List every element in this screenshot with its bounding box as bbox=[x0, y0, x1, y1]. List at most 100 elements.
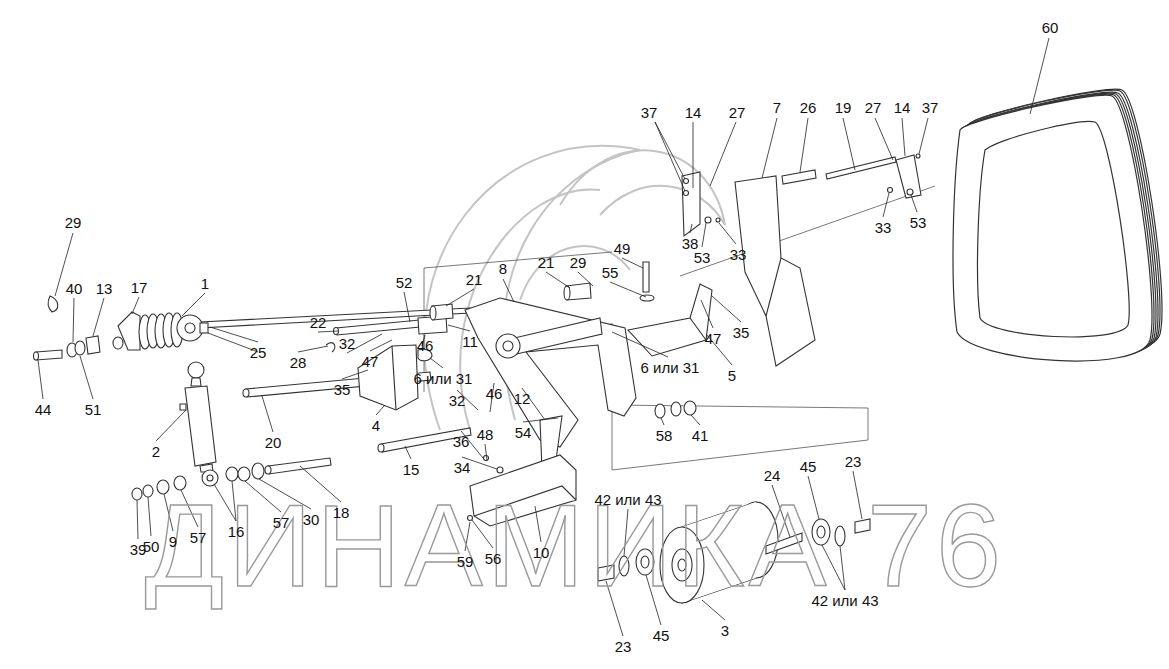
callout-number: 44 bbox=[35, 402, 52, 417]
tension-arm bbox=[465, 298, 636, 470]
spring-assembly bbox=[118, 312, 208, 350]
callout-number: 6 или 31 bbox=[641, 360, 700, 375]
callout-number: 5 bbox=[728, 368, 736, 383]
callout-number: 12 bbox=[514, 391, 531, 406]
callout-number: 4 bbox=[372, 418, 380, 433]
leader-lines-part bbox=[55, 193, 917, 296]
tension-arm-part bbox=[506, 318, 602, 356]
assembly-lines bbox=[424, 186, 935, 470]
callout-number: 27 bbox=[865, 100, 882, 115]
washer-stack-part bbox=[132, 488, 142, 500]
mount-bracket-part bbox=[326, 343, 335, 352]
callout-number: 2 bbox=[152, 444, 160, 459]
leader-lines-part bbox=[73, 296, 741, 342]
tension-arm-part bbox=[496, 334, 520, 358]
side-bracket bbox=[628, 262, 712, 418]
side-bracket-part bbox=[684, 401, 696, 415]
washer-stack-part bbox=[238, 467, 250, 481]
small-brackets-part bbox=[684, 179, 689, 184]
callout-number: 27 bbox=[729, 105, 746, 120]
callout-number: 37 bbox=[922, 100, 939, 115]
callout-number: 39 bbox=[130, 542, 147, 557]
callout-number: 48 bbox=[477, 427, 494, 442]
callout-number: 42 или 43 bbox=[811, 593, 878, 608]
callout-number: 7 bbox=[773, 100, 781, 115]
callout-number: 34 bbox=[454, 460, 471, 475]
callout-number: 42 или 43 bbox=[594, 492, 661, 507]
tension-arm-part bbox=[503, 341, 513, 351]
callout-number: 52 bbox=[396, 275, 413, 290]
callout-number: 46 bbox=[417, 338, 434, 353]
callout-number: 53 bbox=[910, 215, 927, 230]
callout-number: 17 bbox=[131, 280, 148, 295]
hydraulic-cylinder-part bbox=[207, 475, 213, 481]
side-bracket-part bbox=[671, 402, 681, 416]
leader-lines-part bbox=[208, 327, 425, 353]
hydraulic-cylinder-part bbox=[188, 362, 204, 378]
leader-lines-part bbox=[342, 332, 732, 420]
guard-panel-part bbox=[826, 157, 896, 179]
callout-number: 32 bbox=[339, 336, 356, 351]
spring-assembly-part bbox=[200, 323, 208, 333]
callout-number: 45 bbox=[800, 459, 817, 474]
callout-number: 19 bbox=[835, 100, 852, 115]
drive-belt-part bbox=[953, 95, 1152, 361]
callout-number: 8 bbox=[499, 261, 507, 276]
leader-lines-part bbox=[182, 272, 646, 322]
washer-stack-part bbox=[265, 466, 271, 474]
leader-lines-part bbox=[655, 38, 1049, 191]
side-bracket-part bbox=[640, 295, 654, 301]
side-bracket-part bbox=[655, 404, 665, 418]
guard-panel bbox=[735, 157, 896, 366]
callout-number: 29 bbox=[65, 215, 82, 230]
leader-lines-part bbox=[38, 356, 700, 461]
small-brackets-part bbox=[907, 189, 913, 195]
small-brackets-part bbox=[888, 188, 893, 193]
axle-rods-part bbox=[243, 389, 249, 397]
scraper-plate-part bbox=[497, 467, 503, 473]
mount-bracket-part bbox=[358, 345, 418, 410]
callout-number: 36 bbox=[453, 434, 470, 449]
pin-and-washers-part bbox=[34, 352, 39, 360]
small-brackets-part bbox=[682, 172, 700, 236]
callout-number: 54 bbox=[515, 425, 532, 440]
pin-and-washers-part bbox=[86, 336, 100, 354]
logo-swirl-part bbox=[520, 246, 630, 300]
callout-number: 53 bbox=[694, 250, 711, 265]
small-brackets-part bbox=[705, 217, 711, 223]
callout-number: 28 bbox=[290, 355, 307, 370]
spring-assembly-part bbox=[177, 315, 203, 341]
mount-bracket-part bbox=[392, 346, 396, 410]
callout-number: 13 bbox=[96, 281, 113, 296]
callout-number: 49 bbox=[614, 241, 631, 256]
drive-belt-part bbox=[978, 121, 1130, 336]
pin-and-washers-part bbox=[75, 341, 85, 355]
callout-number: 32 bbox=[449, 393, 466, 408]
callout-number: 58 bbox=[656, 428, 673, 443]
mount-bracket bbox=[326, 316, 447, 410]
washer-stack-part bbox=[252, 463, 264, 479]
callout-number: 47 bbox=[705, 331, 722, 346]
side-bracket-part bbox=[643, 262, 649, 292]
leader-lines bbox=[38, 38, 1049, 636]
callout-number: 26 bbox=[800, 100, 817, 115]
pin-and-washers-part bbox=[36, 350, 62, 360]
spring-assembly-part bbox=[185, 323, 195, 333]
scraper-plate-part bbox=[484, 456, 489, 461]
hydraulic-cylinder bbox=[180, 362, 218, 486]
callout-number: 37 bbox=[641, 105, 658, 120]
small-brackets-part bbox=[684, 191, 689, 196]
callout-number: 6 или 31 bbox=[414, 371, 473, 386]
callout-number: 1 bbox=[201, 276, 209, 291]
callout-number: 24 bbox=[764, 468, 781, 483]
callout-number: 29 bbox=[570, 255, 587, 270]
callout-number: 20 bbox=[265, 435, 282, 450]
callout-number: 25 bbox=[250, 345, 267, 360]
callout-number: 57 bbox=[273, 515, 290, 530]
callout-number: 55 bbox=[602, 265, 619, 280]
callout-number: 21 bbox=[538, 255, 555, 270]
callout-number: 18 bbox=[333, 505, 350, 520]
callout-number: 33 bbox=[730, 247, 747, 262]
hydraulic-cylinder-part bbox=[180, 404, 186, 410]
